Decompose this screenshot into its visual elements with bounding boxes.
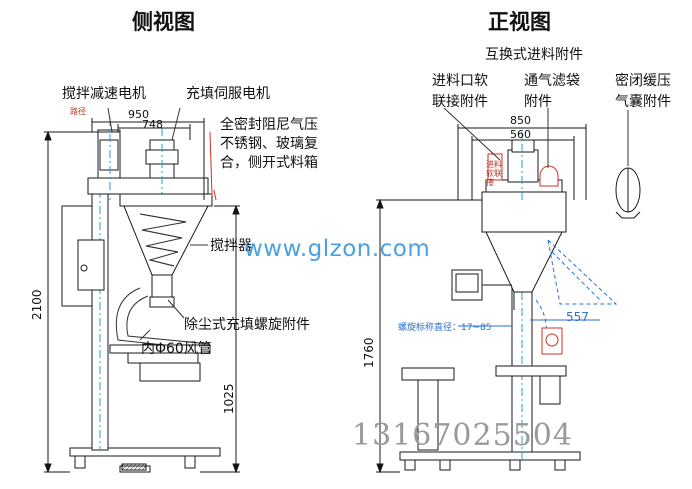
label-agitator: 搅拌器	[210, 238, 252, 254]
dim-side-950: 950	[128, 108, 149, 121]
side-view-title: 侧视图	[132, 10, 195, 34]
label-feed-soft-line1: 进料口软	[432, 73, 488, 89]
dim-side-748: 748	[142, 118, 163, 131]
label-filter-bag-line2: 附件	[524, 94, 552, 110]
dim-front-1760: 1760	[362, 337, 376, 368]
label-path: 路径	[70, 107, 86, 116]
dim-front-557: 557	[566, 310, 589, 324]
label-mixing-motor: 搅拌减速电机	[62, 86, 146, 102]
phone-number: 13167025504	[352, 418, 573, 453]
label-feed-tag: 进料软联接	[486, 160, 502, 187]
label-dust-screw: 除尘式充填螺旋附件	[184, 317, 310, 333]
front-view-title: 正视图	[488, 10, 551, 34]
label-airbag-line2: 气囊附件	[615, 94, 671, 110]
label-filter-bag-line1: 通气滤袋	[524, 73, 580, 89]
dim-side-2100: 2100	[30, 289, 44, 320]
label-hopper-line1: 全密封阻尼气压	[220, 117, 318, 133]
dim-front-560: 560	[510, 128, 531, 141]
label-hopper-line2: 不锈钢、玻璃复	[220, 136, 318, 152]
label-air-duct: 内Φ60风管	[141, 341, 212, 357]
label-servo-motor: 充填伺服电机	[186, 86, 270, 102]
dim-front-850: 850	[510, 114, 531, 127]
side-view-drawing	[44, 107, 240, 474]
label-hopper-line3: 合，侧开式料箱	[220, 155, 318, 171]
front-view-drawing	[376, 107, 641, 474]
label-interchangeable-feed: 互换式进料附件	[485, 47, 583, 63]
label-feed-soft-line2: 联接附件	[432, 94, 488, 110]
website-watermark: www.glzon.com	[244, 236, 431, 262]
label-screw-diameter: 螺旋标称直径：17~85	[398, 323, 492, 333]
dim-side-1025: 1025	[222, 383, 236, 414]
label-airbag-line1: 密闭缓压	[615, 73, 671, 89]
